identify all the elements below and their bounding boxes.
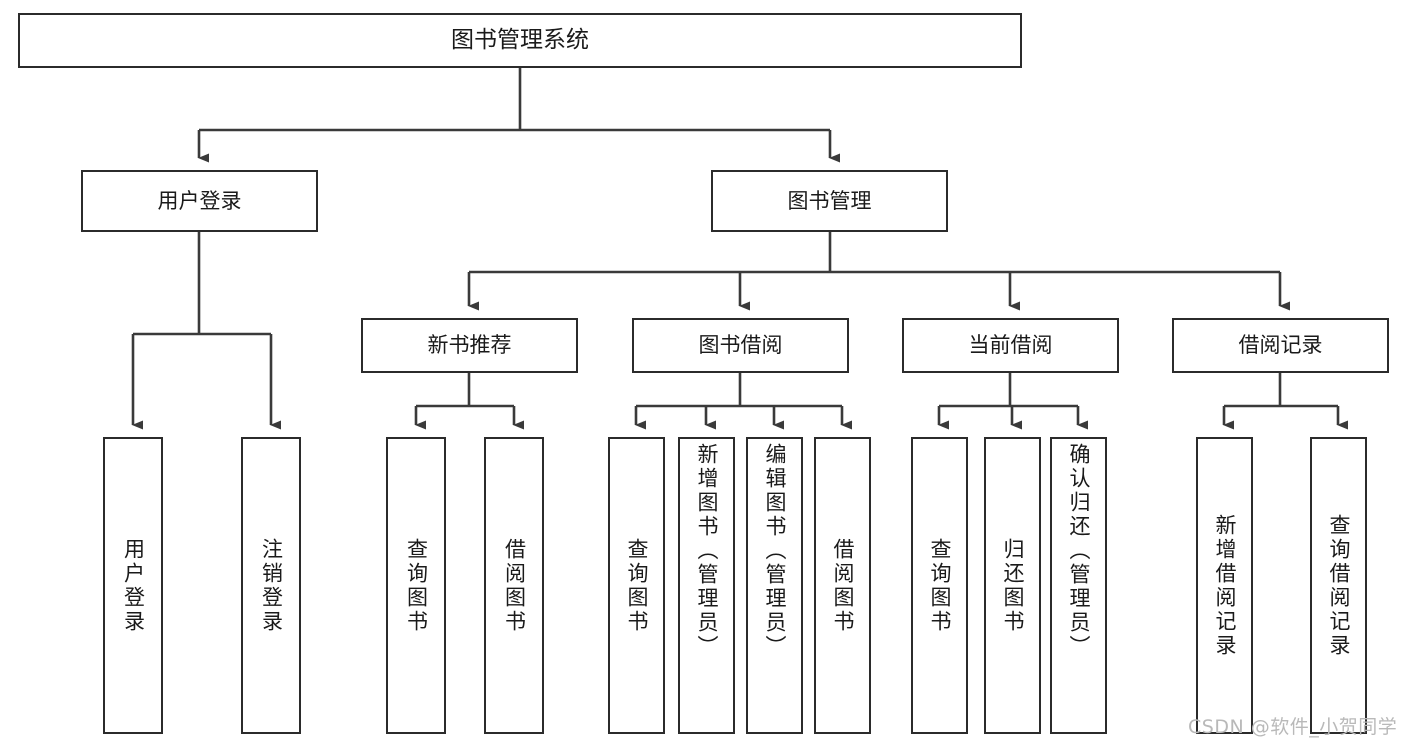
watermark-label: CSDN @软件_小贺同学 [1188,716,1398,738]
node-label: 编辑图书（管理员） [763,443,787,659]
node-label: 图书管理系统 [451,26,589,53]
node-label: 图书借阅 [698,333,783,358]
node-leaf-6[interactable]: 编辑图书（管理员） [746,437,803,734]
node-label: 用户登录 [157,188,242,213]
node-leaf-4[interactable]: 查询图书 [608,437,665,734]
node-leaf-8[interactable]: 查询图书 [911,437,968,734]
node-label: 新增图书（管理员） [695,443,719,659]
node-label: 当前借阅 [968,333,1053,358]
node-label: 借阅图书 [502,537,527,634]
node-leaf-12[interactable]: 查询借阅记录 [1310,437,1367,734]
node-leaf-11[interactable]: 新增借阅记录 [1196,437,1253,734]
node-label: 借阅记录 [1238,333,1323,358]
node-label: 查询图书 [928,537,952,634]
node-leaf-9[interactable]: 归还图书 [984,437,1041,734]
node-label: 查询借阅记录 [1327,513,1351,658]
node-label: 新增借阅记录 [1213,513,1237,658]
node-level1-0[interactable]: 用户登录 [81,170,318,232]
node-label: 借阅图书 [831,537,855,634]
node-level2-0[interactable]: 新书推荐 [361,318,578,373]
node-leaf-2[interactable]: 查询图书 [386,437,446,734]
node-label: 归还图书 [1001,537,1025,634]
node-level2-1[interactable]: 图书借阅 [632,318,849,373]
node-label: 查询图书 [625,537,649,634]
node-leaf-7[interactable]: 借阅图书 [814,437,871,734]
node-leaf-5[interactable]: 新增图书（管理员） [678,437,735,734]
node-level1-1[interactable]: 图书管理 [711,170,948,232]
node-label: 注销登录 [259,537,284,634]
node-leaf-3[interactable]: 借阅图书 [484,437,544,734]
node-level2-3[interactable]: 借阅记录 [1172,318,1389,373]
node-label: 用户登录 [121,537,146,634]
node-leaf-10[interactable]: 确认归还（管理员） [1050,437,1107,734]
node-root[interactable]: 图书管理系统 [18,13,1022,68]
node-label: 查询图书 [404,537,429,634]
node-leaf-1[interactable]: 注销登录 [241,437,301,734]
node-leaf-0[interactable]: 用户登录 [103,437,163,734]
node-level2-2[interactable]: 当前借阅 [902,318,1119,373]
node-label: 确认归还（管理员） [1067,443,1091,659]
node-label: 图书管理 [787,188,872,213]
node-label: 新书推荐 [427,333,512,358]
